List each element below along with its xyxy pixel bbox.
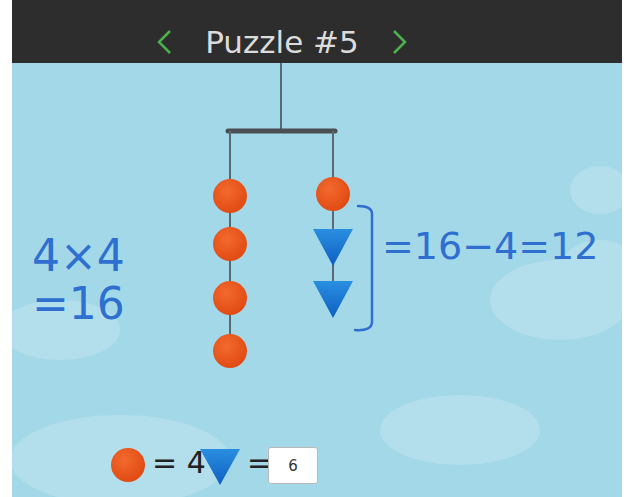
header-bar bbox=[12, 0, 622, 63]
hanging-string bbox=[280, 63, 282, 129]
next-chevron bbox=[394, 31, 405, 53]
handwritten-note: 4×4 =16 bbox=[32, 232, 142, 329]
right-string bbox=[332, 131, 334, 300]
handwritten-note: =16−4=12 bbox=[382, 226, 598, 268]
clouds bbox=[0, 166, 634, 497]
orange-circles bbox=[213, 177, 350, 368]
answer-input-box: 6 bbox=[268, 447, 318, 484]
prev-chevron bbox=[159, 31, 170, 53]
legend-triangle bbox=[200, 449, 240, 485]
legend-circle bbox=[111, 448, 145, 482]
mobile-bar bbox=[228, 129, 335, 134]
answer-value: 6 bbox=[288, 457, 298, 475]
puzzle-title: Puzzle #5 bbox=[205, 24, 359, 60]
blue-triangles bbox=[313, 229, 353, 318]
value-label: = 4 bbox=[152, 446, 206, 479]
handwritten-bracket bbox=[355, 206, 372, 330]
